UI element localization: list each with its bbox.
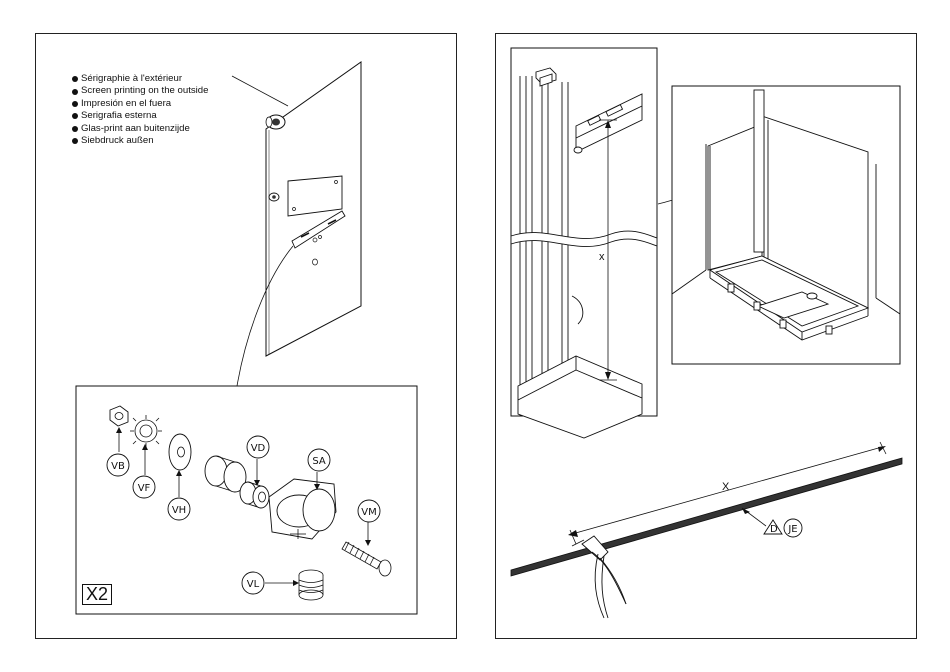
callout-sa: SA: [312, 456, 326, 467]
callout-vh: VH: [172, 505, 186, 516]
installation-drawing: x: [496, 34, 916, 638]
screen-printing-legend: Sérigraphie à l'extérieur Screen printin…: [72, 73, 208, 147]
legend-text-es: Impresión en el fuera: [81, 98, 171, 110]
bullet-icon: [72, 138, 78, 144]
callout-vb: VB: [111, 461, 125, 472]
legend-text-en: Screen printing on the outside: [81, 85, 208, 97]
legend-text-fr: Sérigraphie à l'extérieur: [81, 73, 182, 85]
legend-text-nl: Glas-print aan buitenzijde: [81, 123, 190, 135]
cut-marker-label: D: [770, 524, 778, 535]
legend-text-it: Serigrafia esterna: [81, 110, 157, 122]
quantity-label: X2: [82, 584, 112, 605]
callout-vl: VL: [247, 579, 260, 590]
callout-vd: VD: [251, 443, 266, 454]
callout-vf: VF: [138, 483, 151, 494]
bullet-icon: [72, 113, 78, 119]
bullet-icon: [72, 126, 78, 132]
right-panel: x: [495, 33, 917, 639]
legend-row-fr: Sérigraphie à l'extérieur: [72, 73, 208, 85]
legend-row-nl: Glas-print aan buitenzijde: [72, 123, 208, 135]
legend-text-de: Siebdruck außen: [81, 135, 154, 147]
bullet-icon: [72, 76, 78, 82]
legend-row-it: Serigrafia esterna: [72, 110, 208, 122]
legend-row-de: Siebdruck außen: [72, 135, 208, 147]
bullet-icon: [72, 101, 78, 107]
left-panel: VB VF VH VD SA VM VL Sérigraphie à l'ext…: [35, 33, 457, 639]
seal-label: JE: [787, 524, 797, 535]
callout-vm: VM: [361, 507, 376, 518]
height-dimension-label: x: [599, 251, 605, 263]
legend-row-es: Impresión en el fuera: [72, 98, 208, 110]
bullet-icon: [72, 89, 78, 95]
legend-row-en: Screen printing on the outside: [72, 85, 208, 97]
length-dimension-label: X: [722, 481, 730, 493]
